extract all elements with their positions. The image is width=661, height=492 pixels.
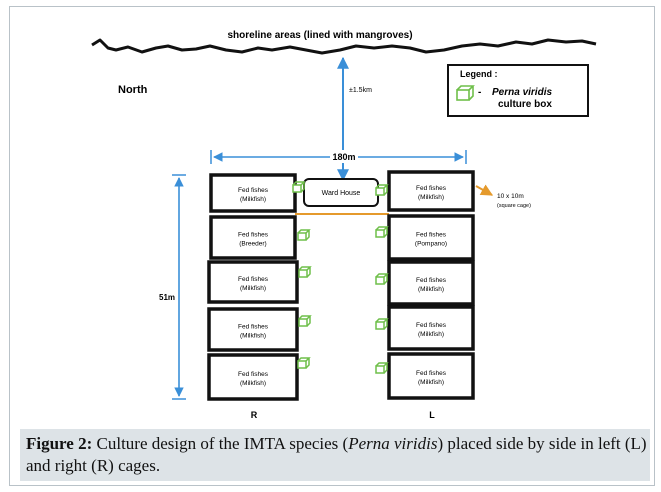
cage-frame <box>387 260 475 306</box>
culture-box-icon <box>298 315 312 327</box>
legend-title: Legend : <box>460 69 498 79</box>
legend-item-text: culture box <box>498 99 552 110</box>
cage-frame <box>209 215 297 260</box>
culture-boxes <box>292 181 389 374</box>
cage-frame <box>387 305 475 351</box>
cages-right-column: Fed fishes(Milkfish)Fed fishes(Breeder)F… <box>207 173 299 401</box>
legend-dash: - <box>478 87 481 98</box>
cage-right-1: Fed fishes (Milkfish) <box>209 173 297 213</box>
culture-box-icon <box>375 318 389 330</box>
cage-label-line1: Fed fishes <box>416 370 447 377</box>
cage-label-line1: Fed fishes <box>238 324 269 331</box>
cage-right-2: Fed fishes (Breeder) <box>209 215 297 260</box>
cage-left-1: Fed fishes (Milkfish) <box>387 170 475 212</box>
north-label: North <box>118 84 148 96</box>
cage-label-line2: (Pompano) <box>415 241 447 248</box>
cage-frame <box>207 260 299 304</box>
culture-box-icon <box>298 266 312 278</box>
cage-frame <box>209 173 297 213</box>
cage-size-note-line2: (square cage) <box>497 203 531 209</box>
legend-box <box>447 64 589 117</box>
figure-caption: Figure 2: Culture design of the IMTA spe… <box>20 429 650 481</box>
column-label-right: R <box>251 410 258 420</box>
ward-house-label: Ward House <box>322 190 361 197</box>
cages-left-column: Fed fishes(Milkfish)Fed fishes(Pompano)F… <box>387 170 475 400</box>
cage-label-line2: (Milkfish) <box>240 285 266 292</box>
shoreline-label: shoreline areas (lined with mangroves) <box>227 30 412 41</box>
culture-box-icon <box>375 184 389 196</box>
cage-left-2: Fed fishes (Pompano) <box>387 214 475 261</box>
culture-box-icon <box>297 229 311 241</box>
culture-box-icon <box>375 362 389 374</box>
cage-label-line2: (Milkfish) <box>240 333 266 340</box>
column-label-left: L <box>429 410 435 420</box>
culture-box-icon <box>292 181 306 193</box>
cage-right-3: Fed fishes (Milkfish) <box>207 260 299 304</box>
cage-frame <box>387 214 475 261</box>
caption-species: Perna viridis <box>348 434 438 453</box>
culture-box-icon <box>297 357 311 369</box>
cage-label-line1: Fed fishes <box>238 232 269 239</box>
cage-left-3: Fed fishes (Milkfish) <box>387 260 475 306</box>
cage-label-line2: (Milkfish) <box>418 331 444 338</box>
cage-frame <box>207 353 299 401</box>
cage-label-line1: Fed fishes <box>238 187 269 194</box>
cage-label-line2: (Milkfish) <box>240 380 266 387</box>
width-label-bg <box>330 150 358 163</box>
cage-left-4: Fed fishes (Milkfish) <box>387 305 475 351</box>
culture-box-icon <box>375 226 389 238</box>
cage-label-line1: Fed fishes <box>416 185 447 192</box>
cage-label-line2: (Breeder) <box>239 241 266 248</box>
caption-label: Figure 2: <box>26 434 93 453</box>
width-label: 180m <box>332 152 355 162</box>
cage-label-line1: Fed fishes <box>416 277 447 284</box>
cage-label-line2: (Milkfish) <box>418 379 444 386</box>
cage-frame <box>387 352 475 400</box>
cage-label-line2: (Milkfish) <box>418 194 444 201</box>
caption-text-after: ) placed side by side in left (L) and ri… <box>26 434 647 475</box>
shoreline-line <box>91 38 597 55</box>
legend-culture-box-icon <box>456 85 475 101</box>
cage-left-5: Fed fishes (Milkfish) <box>387 352 475 400</box>
cage-label-line2: (Milkfish) <box>240 196 266 203</box>
cage-label-line1: Fed fishes <box>416 322 447 329</box>
legend-species: Perna viridis <box>492 87 552 98</box>
cage-label-line1: Fed fishes <box>416 232 447 239</box>
cage-right-4: Fed fishes (Milkfish) <box>207 307 299 352</box>
cage-right-5: Fed fishes (Milkfish) <box>207 353 299 401</box>
cage-label-line1: Fed fishes <box>238 276 269 283</box>
culture-box-icon <box>375 273 389 285</box>
cage-frame <box>387 170 475 212</box>
cage-label-line1: Fed fishes <box>238 371 269 378</box>
cage-size-note-line1: 10 x 10m <box>497 193 524 200</box>
distance-label: ±1.5km <box>349 87 372 94</box>
cage-frame <box>207 307 299 352</box>
cage-label-line2: (Milkfish) <box>418 286 444 293</box>
caption-text-before: Culture design of the IMTA species ( <box>92 434 349 453</box>
length-label: 51m <box>159 293 175 302</box>
cage-size-arrow <box>475 184 494 196</box>
